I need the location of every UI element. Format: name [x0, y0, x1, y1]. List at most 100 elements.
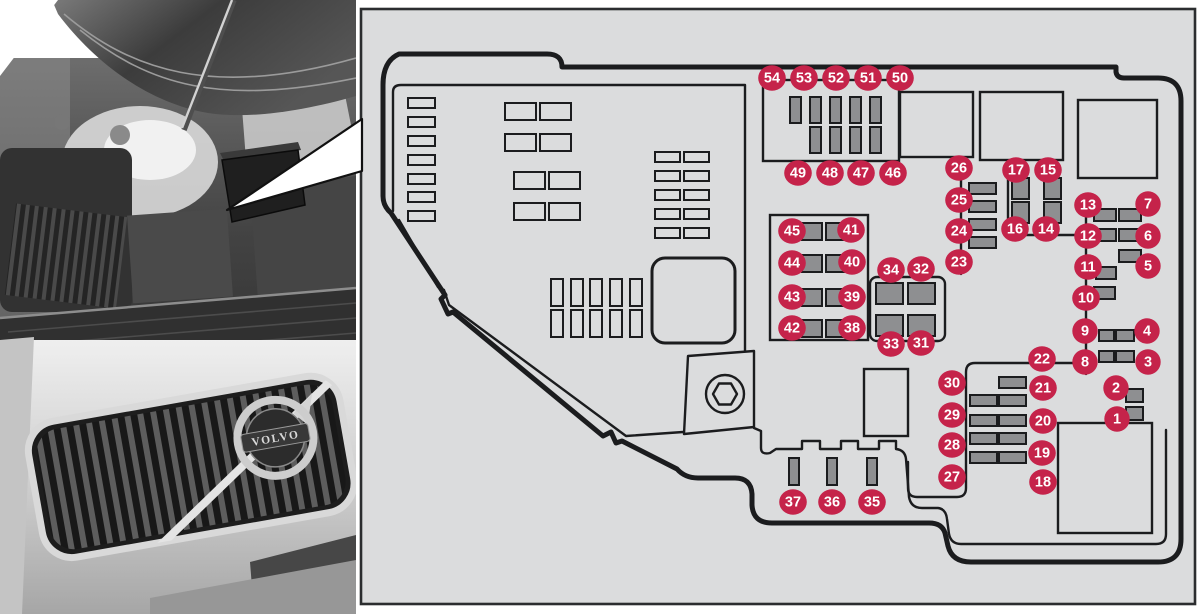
callout-number: 25 [951, 193, 967, 209]
compartment [862, 367, 910, 438]
intake-ribs [4, 203, 128, 309]
callout-22: 22 [1028, 346, 1056, 372]
callout-number: 46 [885, 166, 901, 182]
callout-6: 6 [1135, 223, 1161, 249]
fuse-slot-outline [539, 133, 572, 152]
callout-number: 18 [1035, 475, 1051, 491]
callout-5: 5 [1135, 253, 1161, 279]
callout-39: 39 [838, 284, 866, 310]
fuse-slot-outline [654, 227, 681, 239]
callout-14: 14 [1032, 216, 1060, 242]
callout-number: 30 [944, 376, 960, 392]
fuse-top-row-a [829, 96, 842, 124]
hex-bolt-icon [711, 382, 739, 406]
hose-end [54, 114, 70, 130]
callout-number: 27 [944, 470, 960, 486]
diagram-panel [359, 7, 1197, 606]
callout-number: 38 [844, 321, 860, 337]
callout-number: 21 [1035, 381, 1051, 397]
callout-number: 39 [844, 290, 860, 306]
callout-number: 9 [1081, 324, 1089, 340]
hood-underside [52, 0, 356, 116]
fuse-rows-9-3 [1115, 350, 1135, 363]
fuse-top-row-a [849, 96, 862, 124]
callout-37: 37 [779, 489, 807, 515]
fuse-slot-outline [407, 116, 436, 128]
fuse-slot-outline [589, 309, 603, 338]
fuse-col-13-10 [1118, 208, 1142, 222]
callout-36: 36 [818, 489, 846, 515]
callout-number: 36 [824, 495, 840, 511]
callout-9: 9 [1072, 318, 1098, 344]
callout-32: 32 [907, 256, 935, 282]
fuse-top-row-b [809, 126, 822, 154]
callout-number: 24 [951, 224, 967, 240]
fuse-top-row-b [869, 126, 882, 154]
fuse-slot-outline [654, 151, 681, 163]
fuse-col-26-23 [968, 236, 997, 249]
fuse-col-26-23 [968, 218, 997, 231]
left-compartment-border [391, 83, 747, 353]
callout-21: 21 [1029, 375, 1057, 401]
fuse-slot-outline [629, 278, 643, 307]
fuse-slot-outline [609, 278, 623, 307]
fuse-rows-30-18 [998, 394, 1027, 407]
fuse-slot-outline [407, 173, 436, 185]
callout-number: 32 [913, 262, 929, 278]
callout-number: 52 [828, 71, 844, 87]
fuse-slot-outline [683, 151, 710, 163]
callout-number: 8 [1081, 355, 1089, 371]
fusebox-diagram-panel: 1234567891011121314151617181920212223242… [359, 7, 1197, 606]
filler-cap [110, 125, 130, 145]
fuse-slot-outline [683, 189, 710, 201]
fuse-top-row-b [849, 126, 862, 154]
callout-number: 40 [844, 255, 860, 271]
support-edge [0, 286, 356, 320]
callout-number: 17 [1008, 163, 1024, 179]
callout-33: 33 [877, 331, 905, 357]
callout-number: 33 [883, 337, 899, 353]
callout-2: 2 [1103, 375, 1129, 401]
fuse-slot-outline [609, 309, 623, 338]
engine-bay-photo: VOLVO [0, 0, 356, 614]
hood-strut [180, 0, 234, 129]
fuse-top-row-b [829, 126, 842, 154]
callout-48: 48 [816, 160, 844, 186]
fuse-slot-outline [548, 171, 581, 190]
fuse-slot-outline [683, 170, 710, 182]
fusebox-outline [380, 51, 1184, 565]
compartment [1076, 98, 1159, 180]
callout-number: 34 [883, 263, 899, 279]
fuse-rows-9-3 [1098, 329, 1115, 342]
fuse-tabs-37-35 [866, 457, 878, 486]
callout-number: 51 [860, 71, 876, 87]
relay-compartment-border [906, 361, 1088, 499]
callout-24: 24 [945, 218, 973, 244]
fuse-top-row-a [789, 96, 802, 124]
callout-42: 42 [778, 315, 806, 341]
fuse-slot-outline [654, 189, 681, 201]
callout-54: 54 [758, 65, 786, 91]
fuse-rows-30-18 [969, 414, 998, 427]
fuse-slot-outline [683, 208, 710, 220]
callout-3: 3 [1135, 349, 1161, 375]
callout-10: 10 [1072, 285, 1100, 311]
compartment [898, 90, 975, 159]
fuse-rows-30-18 [998, 414, 1027, 427]
emblem-ring [233, 395, 318, 480]
callout-52: 52 [822, 65, 850, 91]
callout-number: 31 [913, 336, 929, 352]
callout-number: 6 [1144, 229, 1152, 245]
callout-number: 10 [1078, 291, 1094, 307]
callout-13: 13 [1074, 192, 1102, 218]
callout-16: 16 [1001, 216, 1029, 242]
callout-23: 23 [945, 249, 973, 275]
fuse-slot-outline [629, 309, 643, 338]
callout-number: 44 [784, 256, 800, 272]
callout-19: 19 [1028, 440, 1056, 466]
callout-number: 7 [1144, 197, 1152, 213]
callout-number: 20 [1035, 414, 1051, 430]
callout-number: 37 [785, 495, 801, 511]
fuse-rows-30-18 [969, 394, 998, 407]
callout-20: 20 [1029, 408, 1057, 434]
